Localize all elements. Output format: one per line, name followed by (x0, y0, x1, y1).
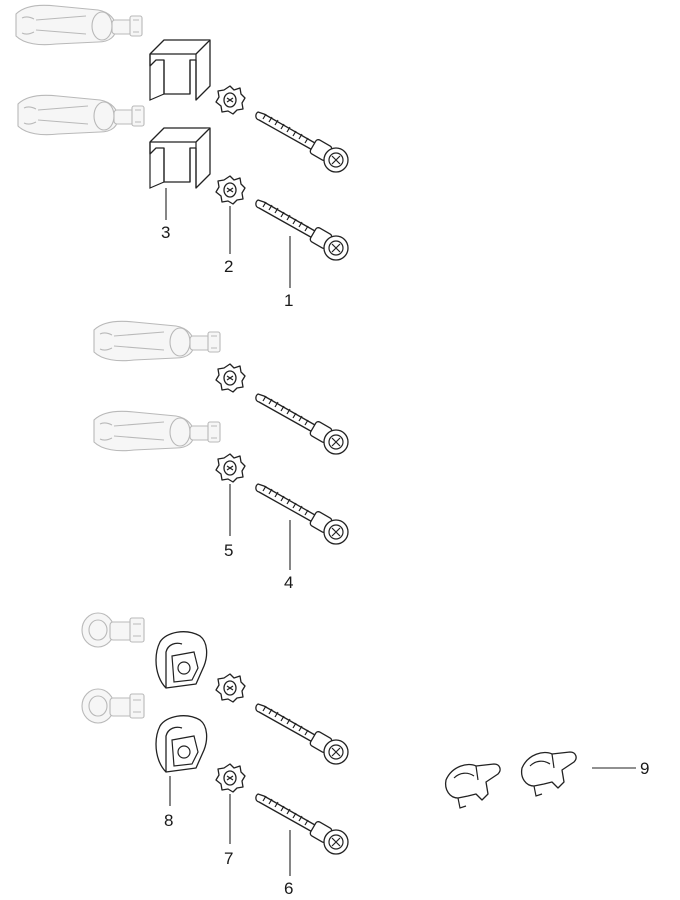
callout-3: 3 (161, 223, 170, 242)
group-1: 3 2 1 (15, 4, 349, 310)
long-screw-2a (255, 393, 349, 455)
star-washer-1b (215, 175, 246, 205)
callout-7: 7 (224, 849, 233, 868)
star-washer-1a (215, 85, 246, 115)
callout-8: 8 (164, 811, 173, 830)
ghost-bracket-1b (17, 94, 145, 136)
callout-2: 2 (224, 257, 233, 276)
long-screw-1b (255, 199, 349, 261)
cover-cap-lower (149, 127, 211, 189)
long-screw-3a (255, 703, 349, 765)
star-washer-2b (215, 453, 246, 483)
ghost-adapter-3a (81, 612, 145, 648)
callout-4: 4 (284, 573, 293, 592)
callout-9: 9 (640, 759, 649, 778)
cover-cap-upper (149, 39, 211, 101)
long-screw-1a (255, 111, 349, 173)
group-9: 9 (444, 751, 649, 809)
clip-right (520, 751, 577, 797)
star-washer-3a (215, 673, 246, 703)
clip-left (444, 763, 501, 809)
group-2: 5 4 (93, 320, 349, 592)
ghost-bracket-1a (15, 4, 143, 46)
round-cap-lower (155, 715, 208, 773)
ghost-bracket-2b (93, 410, 221, 452)
group-3: 8 7 6 (81, 612, 349, 898)
callout-5: 5 (224, 541, 233, 560)
star-washer-3b (215, 763, 246, 793)
ghost-bracket-2a (93, 320, 221, 362)
callout-6: 6 (284, 879, 293, 898)
round-cap-upper (155, 631, 208, 689)
long-screw-3b (255, 793, 349, 855)
callout-1: 1 (284, 291, 293, 310)
long-screw-2b (255, 483, 349, 545)
star-washer-2a (215, 363, 246, 393)
ghost-adapter-3b (81, 688, 145, 724)
